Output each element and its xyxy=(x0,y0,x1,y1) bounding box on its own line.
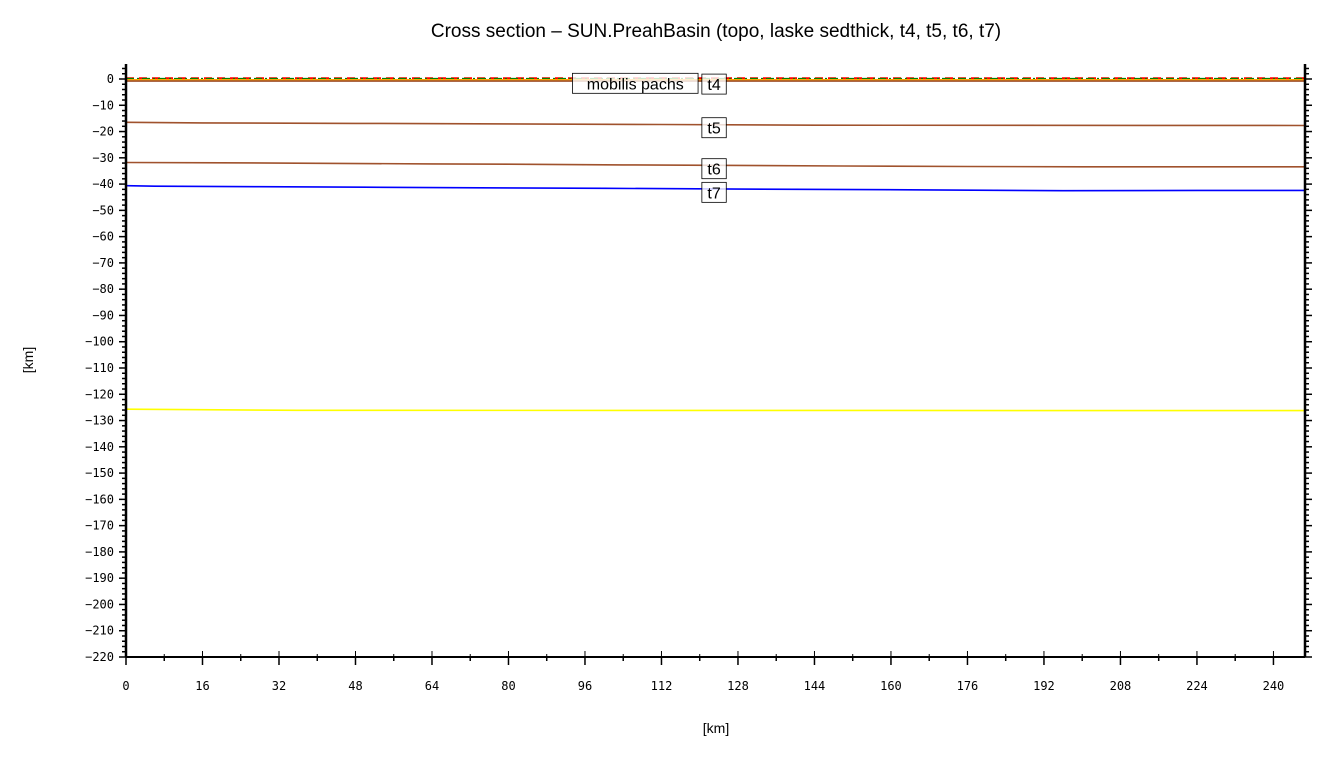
annotation-box xyxy=(701,73,727,95)
y-tick-label: −140 xyxy=(85,440,114,454)
annotation-box xyxy=(572,72,699,94)
y-tick-label: −130 xyxy=(85,414,114,428)
y-tick-label: −50 xyxy=(92,203,114,217)
series-line-yellow-layer xyxy=(125,408,1306,412)
y-tick-label: −100 xyxy=(85,335,114,349)
y-tick-label: −190 xyxy=(85,571,114,585)
x-tick-label: 160 xyxy=(880,679,902,693)
annotation-mobilis-pachs: mobilis pachs xyxy=(572,72,699,94)
series-line-t7 xyxy=(125,184,1305,192)
x-tick-label: 208 xyxy=(1110,679,1132,693)
annotation-label: mobilis pachs xyxy=(587,76,684,93)
annotation-box xyxy=(701,181,727,203)
x-tick-label: 144 xyxy=(804,679,826,693)
annotation-t7: t7 xyxy=(701,181,727,203)
y-tick-label: 0 xyxy=(107,72,114,86)
annotation-label: t4 xyxy=(707,77,720,94)
y-tick-label: −120 xyxy=(85,387,114,401)
x-tick-label: 224 xyxy=(1186,679,1208,693)
x-axis-label: [km] xyxy=(703,720,729,736)
annotation-label: t5 xyxy=(707,121,720,138)
series-line-t6 xyxy=(125,161,1305,168)
x-tick-label: 128 xyxy=(727,679,749,693)
x-tick-label: 16 xyxy=(195,679,209,693)
chart-title: Cross section – SUN.PreahBasin (topo, la… xyxy=(431,21,1001,42)
y-tick-label: −80 xyxy=(92,282,114,296)
y-tick-label: −160 xyxy=(85,492,114,506)
x-tick-label: 0 xyxy=(122,679,129,693)
y-tick-label: −90 xyxy=(92,308,114,322)
y-tick-label: −110 xyxy=(85,361,114,375)
y-tick-label: −10 xyxy=(92,98,114,112)
y-tick-label: −180 xyxy=(85,545,114,559)
y-tick-label: −20 xyxy=(92,125,114,139)
annotation-label: t7 xyxy=(707,185,720,202)
y-tick-label: −220 xyxy=(85,650,114,664)
y-tick-label: −30 xyxy=(92,151,114,165)
y-tick-label: −150 xyxy=(85,466,114,480)
x-tick-label: 80 xyxy=(501,679,515,693)
annotation-box xyxy=(701,117,727,139)
y-tick-label: −70 xyxy=(92,256,114,270)
annotation-t6: t6 xyxy=(701,158,727,180)
x-tick-label: 112 xyxy=(651,679,673,693)
x-tick-label: 96 xyxy=(578,679,592,693)
annotation-t5: t5 xyxy=(701,117,727,139)
x-tick-label: 64 xyxy=(425,679,439,693)
y-tick-label: −200 xyxy=(85,597,114,611)
x-tick-label: 32 xyxy=(272,679,286,693)
x-tick-label: 240 xyxy=(1263,679,1285,693)
annotation-box xyxy=(701,158,727,180)
y-tick-label: −60 xyxy=(92,230,114,244)
y-axis-label: [km] xyxy=(20,347,36,373)
x-tick-label: 48 xyxy=(348,679,362,693)
y-tick-label: −40 xyxy=(92,177,114,191)
x-tick-label: 192 xyxy=(1033,679,1055,693)
x-tick-label: 176 xyxy=(957,679,979,693)
series-line-t5 xyxy=(125,121,1306,127)
annotation-label: t6 xyxy=(707,162,720,179)
annotation-t4: t4 xyxy=(701,73,727,95)
y-tick-label: −170 xyxy=(85,519,114,533)
y-tick-label: −210 xyxy=(85,624,114,638)
